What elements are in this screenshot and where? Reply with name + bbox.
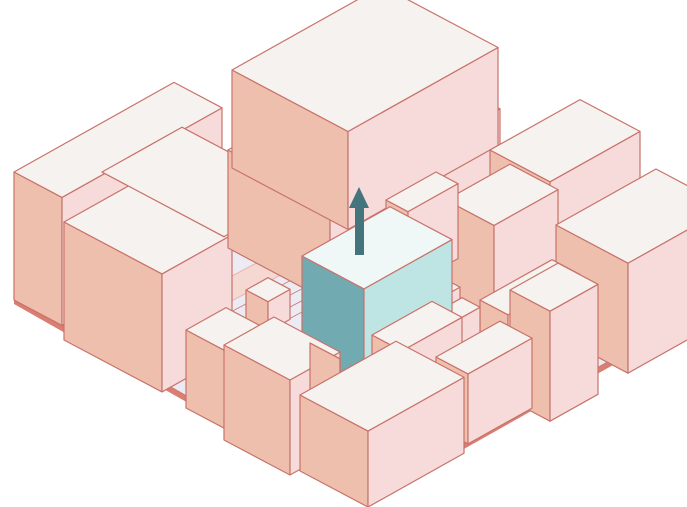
buildings xyxy=(14,0,687,507)
